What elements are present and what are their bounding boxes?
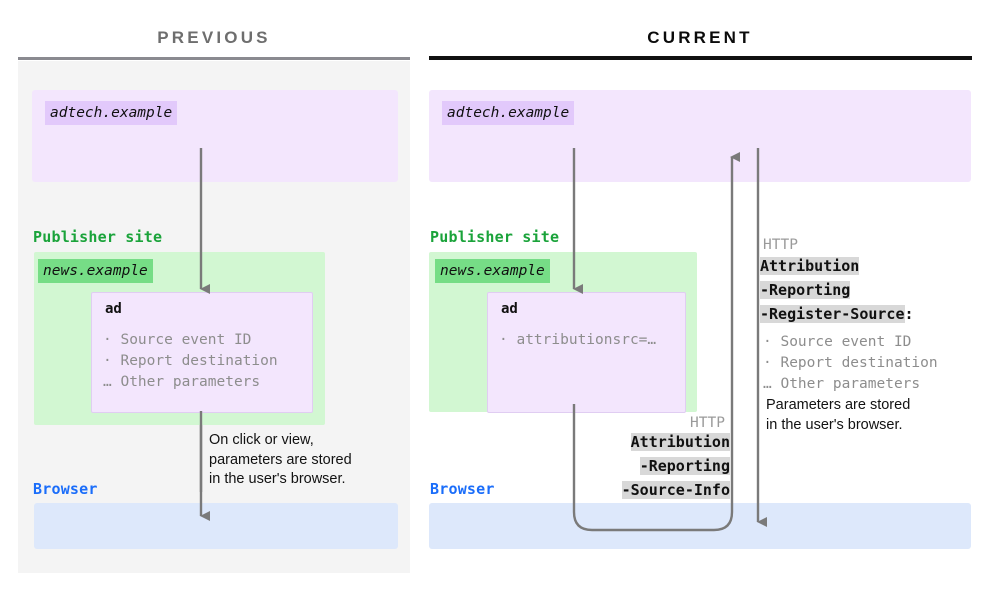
browser-box-previous	[34, 503, 398, 549]
panel-title-current: CURRENT	[647, 28, 753, 47]
annotation-previous: On click or view, parameters are stored …	[209, 432, 352, 487]
response-header-line-2: -Reporting	[760, 281, 851, 299]
publisher-origin-chip-previous: news.example	[38, 259, 153, 283]
browser-box-current	[429, 503, 971, 549]
adtech-origin-chip-previous: adtech.example	[45, 101, 178, 125]
ad-box-previous	[91, 292, 313, 413]
response-header-block: Attribution -Reporting -Register-Source:	[760, 256, 914, 328]
adtech-origin-label: adtech.example	[45, 101, 178, 125]
publisher-site-label-current: Publisher site	[430, 228, 560, 246]
ad-box-title-previous: ad	[105, 301, 122, 317]
annotation-current: Parameters are stored in the user's brow…	[766, 397, 911, 433]
response-header-line-3: -Register-Source:	[760, 305, 914, 323]
ad-parameters-current: · attributionsrc=…	[499, 332, 657, 348]
request-header-line-3: -Source-Info	[621, 481, 730, 499]
panel-divider-current	[429, 56, 972, 60]
panel-divider-previous	[18, 57, 410, 60]
request-header-line-2: -Reporting	[639, 457, 730, 475]
ad-box-title-current: ad	[501, 301, 518, 317]
adtech-origin-label: adtech.example	[442, 101, 575, 125]
request-header-line-1: Attribution	[630, 433, 730, 451]
browser-label-previous: Browser	[33, 480, 98, 498]
adtech-origin-chip-current: adtech.example	[442, 101, 575, 125]
browser-label-current: Browser	[430, 480, 495, 498]
publisher-site-label-previous: Publisher site	[33, 228, 163, 246]
response-protocol-label: HTTP	[763, 237, 798, 253]
response-header-parameters: · Source event ID · Report destination ……	[763, 334, 938, 392]
publisher-origin-label: news.example	[435, 259, 550, 283]
request-protocol-label: HTTP	[690, 415, 725, 431]
ad-parameters-previous: · Source event ID · Report destination ……	[103, 332, 278, 390]
panel-title-previous: PREVIOUS	[157, 28, 271, 47]
request-header-block: Attribution -Reporting -Source-Info	[560, 432, 730, 504]
publisher-origin-label: news.example	[38, 259, 153, 283]
response-header-line-1: Attribution	[760, 257, 860, 275]
publisher-origin-chip-current: news.example	[435, 259, 550, 283]
